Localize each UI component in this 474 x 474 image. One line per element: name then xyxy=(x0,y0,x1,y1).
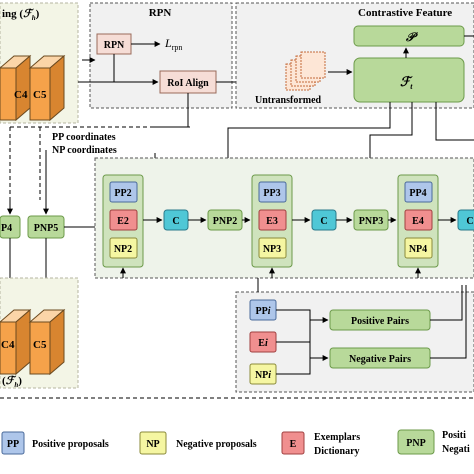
c5-cube-front xyxy=(29,67,51,121)
positive-out-line xyxy=(430,285,463,321)
negative-out-line xyxy=(430,285,467,359)
np3-box xyxy=(258,237,287,259)
np2-box xyxy=(109,237,138,259)
c5-bottom-cube-side xyxy=(49,308,65,376)
rpn-box-label: RPN xyxy=(104,40,125,51)
pp4-box xyxy=(404,181,433,203)
npi-to-negative-line xyxy=(276,358,311,375)
e4-box xyxy=(404,209,433,231)
pp3-box xyxy=(258,181,287,203)
negative-pairs-label: Negative Pairs xyxy=(349,354,411,365)
concat-c-box xyxy=(457,209,474,231)
concat-c-label: C xyxy=(172,216,179,227)
np4-label: NP4 xyxy=(409,244,427,255)
c5-cube-side xyxy=(49,54,65,122)
c4-bottom-cube-side xyxy=(15,308,31,376)
c5-bottom-label: C5 xyxy=(33,339,47,351)
contrastive-title: Contrastive Feature xyxy=(358,7,452,19)
ppi-label: PPi xyxy=(256,306,271,317)
legend-e-text1: Exemplars xyxy=(314,432,360,443)
e3-label: E3 xyxy=(266,216,278,227)
legend-e-box-label: E xyxy=(290,439,297,450)
legend-pnp-text2: Negati xyxy=(442,444,470,455)
c4-bottom-label: C4 xyxy=(1,339,15,351)
legend-pnp-text1: Positi xyxy=(442,430,466,441)
c4-label: C4 xyxy=(14,89,28,101)
c5-bottom-cube-front xyxy=(29,321,51,375)
contrastive-panel: Contrastive Feature Untransformed 𝒫 ℱt xyxy=(235,2,474,109)
backbone-bottom: C4 C5 (ℱh) xyxy=(0,277,79,389)
legend-pnp-box-label: PNP xyxy=(406,438,425,449)
npi-label: NPi xyxy=(255,370,271,381)
pnp4-label: P4 xyxy=(1,223,12,234)
pp4-label: PP4 xyxy=(409,188,426,199)
ei-label: Ei xyxy=(258,338,268,349)
rpn-title: RPN xyxy=(149,7,172,19)
transform-ft-label: ℱt xyxy=(400,74,413,91)
backbone-top: ing (ℱh) C4 C5 xyxy=(0,2,79,124)
legend-e-text2: Dictionary xyxy=(314,446,360,457)
c4-bottom-cube-front xyxy=(0,321,17,375)
legend-pnp-swatch xyxy=(397,429,435,455)
legend-np-box-label: NP xyxy=(146,439,159,450)
legend-np-swatch xyxy=(139,431,167,455)
c4-cube-front xyxy=(0,67,17,121)
concat-c-label: C xyxy=(466,216,473,227)
np-coordinates-label: NP coordinates xyxy=(52,145,117,156)
ft-to-stage2-arrow xyxy=(225,102,391,176)
e2-box xyxy=(109,209,138,231)
backbone-top-label: ing (ℱh) xyxy=(2,8,40,22)
legend-e-swatch xyxy=(281,431,305,455)
legend: PP Positive proposals NP Negative propos… xyxy=(0,397,474,457)
ppi-to-positive-arrow xyxy=(276,309,329,323)
pairs-panel: PPi Ei NPi Positive Pairs Negative Pairs xyxy=(235,278,474,393)
pp-coordinates-label: PP coordinates xyxy=(52,132,116,143)
fusion-panel: PP2 E2 NP2 C PNP2 PP3 E3 NP3 C PNP3 PP4 … xyxy=(94,157,474,279)
e3-box xyxy=(258,209,287,231)
pp2-label: PP2 xyxy=(114,188,131,199)
legend-pp-text: Positive proposals xyxy=(32,439,109,450)
pnp3-label: PNP3 xyxy=(359,216,383,227)
backbone-bottom-label: (ℱh) xyxy=(2,375,22,389)
ft-to-stage3-arrow xyxy=(367,102,413,176)
pp2-box xyxy=(109,181,138,203)
pp3-label: PP3 xyxy=(263,188,280,199)
legend-pp-swatch xyxy=(1,431,25,455)
transform-ft-box xyxy=(353,57,465,103)
c5-label: C5 xyxy=(33,89,47,101)
rpn-loss-label: Lrpn xyxy=(164,36,182,52)
untransformed-features-stack xyxy=(285,51,326,91)
legend-np-text: Negative proposals xyxy=(176,439,257,450)
e4-label: E4 xyxy=(412,216,424,227)
concat-c-label: C xyxy=(320,216,327,227)
pnp5-label: PNP5 xyxy=(34,223,58,234)
pnp2-label: PNP2 xyxy=(213,216,237,227)
left-pnp-group: P4 PNP5 xyxy=(0,150,95,307)
rpn-panel: RPN RPN Lrpn RoI Align xyxy=(78,2,273,109)
untransformed-label: Untransformed xyxy=(255,95,322,106)
c4-cube-side xyxy=(15,54,31,122)
roi-align-label: RoI Align xyxy=(167,78,209,89)
np2-label: NP2 xyxy=(114,244,132,255)
legend-pp-box-label: PP xyxy=(7,439,19,450)
positive-pairs-label: Positive Pairs xyxy=(351,316,409,327)
np4-box xyxy=(404,237,433,259)
e2-label: E2 xyxy=(117,216,129,227)
ft-to-stage4-line xyxy=(435,102,474,141)
np3-label: NP3 xyxy=(263,244,281,255)
